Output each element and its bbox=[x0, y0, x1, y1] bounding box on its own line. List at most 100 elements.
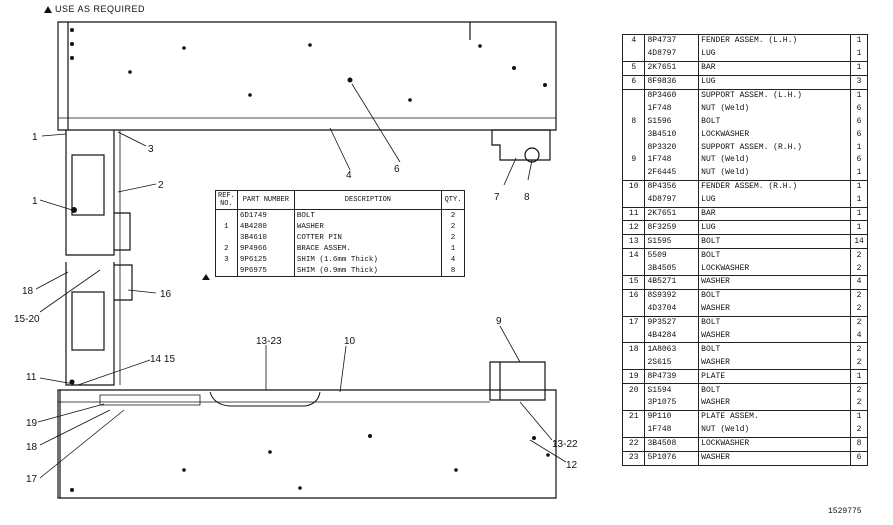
parts-cell-qty: 8 bbox=[850, 436, 868, 452]
parts-cell-qty: 1 bbox=[850, 33, 868, 48]
parts-cell-qty: 2 bbox=[850, 302, 868, 317]
parts-cell-ref: 17 bbox=[621, 315, 646, 330]
parts-cell-ref: 10 bbox=[621, 179, 646, 194]
parts-cell-part: 8F9836 bbox=[644, 74, 700, 90]
callout-10: 10 bbox=[344, 336, 356, 347]
parts-cell-ref: 16 bbox=[621, 288, 646, 303]
callout-21: 18 bbox=[22, 286, 34, 297]
parts-cell-ref: 15 bbox=[621, 275, 646, 290]
parts-cell-desc: NUT (Weld) bbox=[698, 154, 852, 167]
parts-cell-ref: 13 bbox=[621, 234, 646, 249]
parts-cell-desc: BOLT bbox=[698, 342, 852, 357]
parts-cell-ref: 21 bbox=[621, 409, 646, 424]
fender-assembly-drawing: 1 3 4 6 7 8 1 2 18 15-20 16 13-23 10 9 1… bbox=[14, 21, 578, 499]
parts-cell-part: 4D3704 bbox=[644, 302, 700, 317]
parts-cell-qty: 3 bbox=[850, 74, 868, 90]
parts-cell-desc: WASHER bbox=[698, 302, 852, 317]
parts-cell-ref: 14 bbox=[621, 248, 646, 263]
parts-cell-qty: 1 bbox=[850, 47, 868, 62]
parts-cell-qty: 6 bbox=[850, 128, 868, 142]
parts-cell-desc: NUT (Weld) bbox=[698, 166, 852, 181]
callout-16: 16 bbox=[160, 289, 172, 300]
parts-cell-desc: PLATE ASSEM. bbox=[698, 409, 852, 424]
parts-cell-desc: LUG bbox=[698, 47, 852, 62]
callout-15-20: 15-20 bbox=[14, 314, 40, 325]
parts-cell-qty: 2 bbox=[850, 383, 868, 398]
parts-cell-desc: SUPPORT ASSEM. (L.H.) bbox=[698, 88, 852, 103]
parts-cell-desc: BOLT bbox=[698, 288, 852, 303]
parts-cell-part: S1596 bbox=[644, 115, 700, 129]
parts-cell-desc: BOLT bbox=[698, 315, 852, 330]
parts-cell-desc: BOLT bbox=[698, 383, 852, 398]
callout-13-23: 13-23 bbox=[256, 336, 282, 347]
parts-cell-desc: LUG bbox=[698, 220, 852, 235]
callout-1: 1 bbox=[32, 196, 38, 207]
parts-cell-ref: 12 bbox=[621, 220, 646, 235]
callout-6: 6 bbox=[394, 164, 400, 175]
parts-cell-part: S1594 bbox=[644, 383, 700, 398]
parts-cell-ref: 20 bbox=[621, 383, 646, 398]
callout-12: 12 bbox=[566, 460, 578, 471]
inset-header-qty: QTY. bbox=[441, 190, 465, 210]
parts-cell-qty: 1 bbox=[850, 206, 868, 221]
parts-cell-part: 1A8063 bbox=[644, 342, 700, 357]
parts-cell-qty: 1 bbox=[850, 220, 868, 235]
parts-cell-desc: WASHER bbox=[698, 275, 852, 290]
parts-cell-desc: PLATE bbox=[698, 369, 852, 384]
parts-cell-part: 3B4510 bbox=[644, 128, 700, 142]
inset-parts-table: REF. NO. PART NUMBER DESCRIPTION QTY. 6D… bbox=[215, 190, 465, 277]
callout-8: 8 bbox=[524, 192, 530, 203]
parts-cell-ref bbox=[621, 47, 646, 62]
parts-cell-part: 8P3460 bbox=[644, 88, 700, 103]
parts-cell-part: 3P1075 bbox=[644, 397, 700, 411]
parts-cell-desc: BAR bbox=[698, 206, 852, 221]
parts-cell-qty: 6 bbox=[850, 154, 868, 167]
parts-cell-part: 3B4508 bbox=[644, 436, 700, 452]
parts-cell-part: 8S9392 bbox=[644, 288, 700, 303]
callout-17: 17 bbox=[26, 474, 38, 485]
parts-cell-part: 8P4356 bbox=[644, 179, 700, 194]
parts-cell-part: 2K7651 bbox=[644, 60, 700, 76]
parts-cell-ref bbox=[621, 329, 646, 343]
callout-4: 4 bbox=[346, 170, 352, 181]
parts-cell-qty: 4 bbox=[850, 275, 868, 290]
parts-cell-part: 8F3259 bbox=[644, 220, 700, 235]
parts-cell-qty: 6 bbox=[850, 450, 868, 466]
callout-3: 3 bbox=[148, 144, 154, 155]
callout-19: 19 bbox=[26, 418, 38, 429]
parts-cell-ref bbox=[621, 302, 646, 317]
parts-cell-desc: BOLT bbox=[698, 234, 852, 249]
parts-cell-qty: 1 bbox=[850, 409, 868, 424]
parts-cell-part: 9P3527 bbox=[644, 315, 700, 330]
parts-cell-ref: 8 bbox=[621, 115, 646, 129]
parts-cell-part: 2F6445 bbox=[644, 166, 700, 181]
parts-cell-qty: 2 bbox=[850, 356, 868, 370]
parts-cell-ref: 5 bbox=[621, 60, 646, 76]
parts-cell-desc: BOLT bbox=[698, 248, 852, 263]
callout-5: 1 bbox=[32, 132, 38, 143]
use-as-required-note: USE AS REQUIRED bbox=[44, 4, 145, 14]
parts-cell-qty: 1 bbox=[850, 60, 868, 76]
parts-cell-ref: 11 bbox=[621, 206, 646, 221]
callout-9: 9 bbox=[496, 316, 502, 327]
parts-cell-desc: LUG bbox=[698, 74, 852, 90]
parts-cell-qty: 4 bbox=[850, 329, 868, 343]
